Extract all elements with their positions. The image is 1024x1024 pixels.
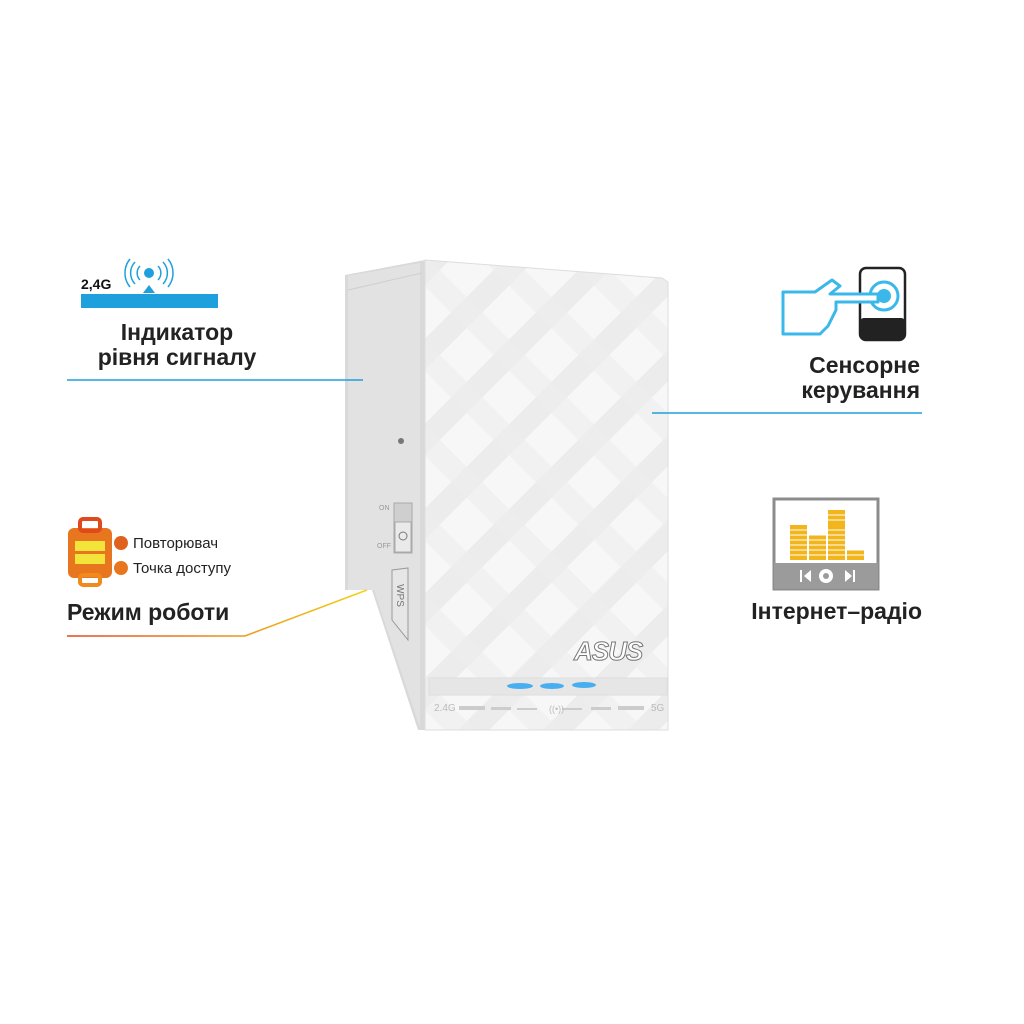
band-5-label: 5G xyxy=(651,703,665,714)
device-side-panel xyxy=(345,260,425,730)
touch-control-icon xyxy=(781,266,907,342)
mode-leader-line xyxy=(67,589,368,637)
touch-title-line2: керування xyxy=(801,377,920,403)
switch-off-label: OFF xyxy=(377,543,391,550)
mode-option-repeater: Повторювач xyxy=(133,535,219,552)
touch-title: Сенсорне керування xyxy=(760,353,920,403)
radio-title: Інтернет–радіо xyxy=(751,598,922,624)
signal-title-line1: Індикатор xyxy=(120,319,234,345)
touch-title-line1: Сенсорне xyxy=(809,352,920,378)
switch-on-label: ON xyxy=(379,505,390,512)
internet-radio-icon xyxy=(772,497,880,591)
reset-hole xyxy=(398,438,404,444)
wps-label: WPS xyxy=(393,584,405,607)
mode-title: Режим роботи xyxy=(67,599,230,625)
wps-button[interactable] xyxy=(391,567,409,642)
device-front-panel: ((•)) xyxy=(424,259,669,731)
signal-title: Індикатор рівня сигналу xyxy=(67,320,287,370)
mode-icon xyxy=(68,517,128,587)
mode-option-access-point: Точка доступу xyxy=(133,560,231,577)
led-indicators xyxy=(507,682,596,689)
signal-level-bars xyxy=(459,706,644,710)
wifi-icon: ((•)) xyxy=(549,704,564,714)
signal-indicator-icon xyxy=(81,258,218,308)
band-24-label: 2.4G xyxy=(434,703,456,714)
brand-logo: ASUS xyxy=(573,636,643,667)
signal-title-line2: рівня сигналу xyxy=(97,344,257,370)
power-icon xyxy=(398,531,408,541)
band-label: 2,4G xyxy=(81,276,112,292)
